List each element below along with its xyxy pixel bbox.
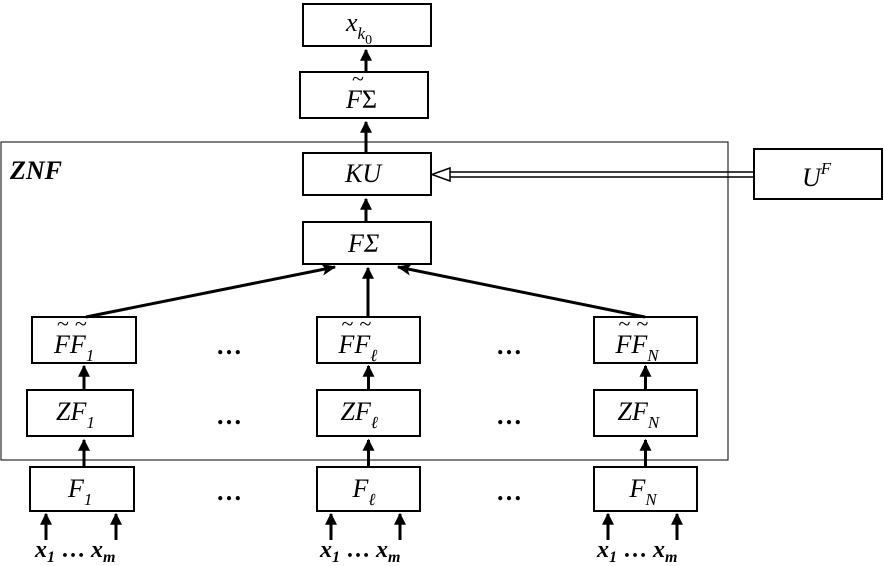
zf-box-l (316, 389, 421, 437)
inputs-label-n: x1 … xm (596, 537, 677, 566)
sum-top-tilde: ~ (352, 66, 364, 91)
f-label-n: FN (629, 474, 659, 509)
sum-top-box (299, 71, 429, 119)
ff-box-1 (31, 316, 137, 364)
output-label: xk0 (345, 8, 372, 48)
ff-box-l (316, 316, 421, 364)
ff-tilde-b-1: ~ (75, 311, 87, 336)
ellipsis-f-2: … (496, 477, 522, 506)
inputs-label-l: x1 … xm (319, 537, 400, 566)
ff-box-n (593, 316, 698, 364)
ellipsis-zf-2: … (496, 401, 522, 430)
ff-tilde-a-1: ~ (57, 311, 69, 336)
ellipsis-ff-2: … (496, 331, 522, 360)
f-label-l: Fℓ (352, 474, 376, 509)
zf-box-1 (26, 389, 134, 437)
inputs-label-1: x1 … xm (34, 537, 115, 566)
f-box-1 (29, 466, 135, 512)
ff-tilde-a-l: ~ (342, 311, 354, 336)
ellipsis-f-1: … (216, 477, 242, 506)
edge-ffn-to-summid (396, 263, 646, 319)
sum-top-label: FΣ (345, 85, 377, 114)
ku-label: KU (344, 159, 383, 188)
ff-label-n: FFN (615, 330, 661, 365)
zf-box-n (593, 389, 698, 437)
edge-ff1-to-summid (85, 263, 337, 319)
output-box (302, 3, 432, 47)
f-box-l (316, 466, 421, 512)
ff-label-1: FF1 (53, 330, 94, 365)
f-label-1: F1 (67, 474, 92, 509)
uf-label: UF (802, 159, 832, 192)
sum-mid-box (302, 221, 432, 265)
ellipsis-zf-1: … (216, 401, 242, 430)
ff-label-l: FFℓ (338, 330, 378, 365)
uf-box (753, 148, 883, 200)
ellipsis-ff-1: … (216, 331, 242, 360)
zf-label-1: ZF1 (56, 397, 95, 432)
sum-mid-label: FΣ (347, 229, 380, 258)
ku-box (302, 152, 432, 196)
zf-label-l: ZFℓ (341, 397, 378, 432)
zf-label-n: ZFN (618, 397, 661, 432)
ff-tilde-b-l: ~ (360, 311, 372, 336)
ff-tilde-a-n: ~ (619, 311, 631, 336)
znf-label: ZNF (9, 156, 62, 185)
edge-uf-arrowhead (429, 166, 451, 183)
